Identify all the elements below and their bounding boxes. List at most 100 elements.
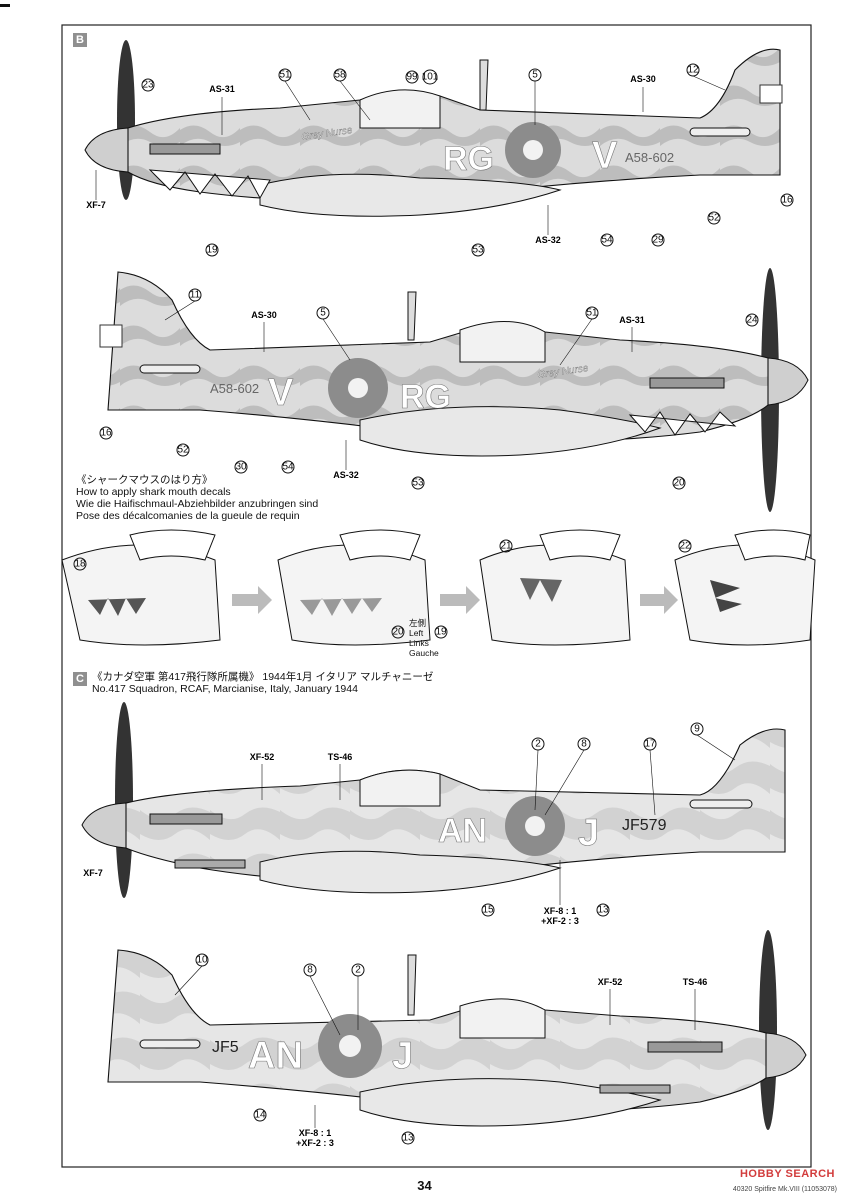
callout-c-lower-13: 13	[401, 1131, 415, 1145]
svg-text:21: 21	[500, 541, 512, 552]
paint-label: AS-32	[535, 235, 561, 245]
callout-b-lower-52: 52	[176, 443, 190, 457]
callout-b-upper-19: 19	[205, 243, 219, 257]
paint-label: AS-31	[619, 315, 645, 325]
svg-text:13: 13	[597, 905, 609, 916]
callout-b-lower-54: 54	[281, 460, 295, 474]
paint-label: AS-32	[333, 470, 359, 480]
callout-c-lower-10: 10	[195, 953, 209, 967]
paint-label: +XF-2 : 3	[296, 1138, 334, 1148]
section-c-title: 《カナダ空軍 第417飛行隊所属機》 1944年1月 イタリア マルチャニーゼ …	[92, 671, 433, 695]
svg-text:20: 20	[392, 627, 404, 638]
callout-b-lower-53: 53	[411, 476, 425, 490]
svg-text:19: 19	[435, 627, 447, 638]
paint-label: XF-7	[86, 200, 106, 210]
c-upper-code-1: AN	[438, 812, 487, 850]
callout-b-lower-30: 30	[234, 460, 248, 474]
callout-step-18: 18	[73, 557, 87, 571]
callout-step-19: 19	[434, 625, 448, 639]
shark-title-jp: 《シャークマウスのはり方》	[76, 474, 213, 486]
c-lower-code-1: AN	[248, 1035, 303, 1077]
callout-b-upper-51: 51	[278, 68, 292, 82]
step-arrows	[232, 586, 678, 614]
callout-b-upper-23: 23	[141, 78, 155, 92]
svg-text:51: 51	[586, 308, 598, 319]
callout-b-upper-99: 99	[405, 70, 419, 84]
callout-b-lower-20: 20	[672, 476, 686, 490]
callout-b-upper-101: 101	[422, 69, 439, 85]
shark-step-1	[61, 529, 221, 646]
svg-text:17: 17	[644, 739, 656, 750]
section-c-label: C	[73, 672, 87, 686]
svg-text:13: 13	[402, 1133, 414, 1144]
b-lower-code-2: RG	[400, 378, 451, 416]
aircraft-c-right-profile	[107, 930, 807, 1130]
b-upper-serial: A58-602	[625, 150, 674, 165]
svg-text:30: 30	[235, 462, 247, 473]
section-b-label: B	[73, 33, 87, 47]
svg-text:54: 54	[601, 235, 613, 246]
c-upper-code-2: J	[578, 812, 599, 854]
callout-b-upper-16: 16	[780, 193, 794, 207]
callout-c-lower-8: 8	[303, 963, 317, 977]
svg-text:16: 16	[781, 195, 793, 206]
callout-step-22: 22	[678, 539, 692, 553]
callout-c-upper-13: 13	[596, 903, 610, 917]
footer-text: 40320 Spitfire Mk.VIII (11053078)	[732, 1186, 837, 1193]
svg-text:8: 8	[581, 739, 587, 750]
svg-text:101: 101	[422, 72, 439, 83]
svg-text:22: 22	[679, 541, 691, 552]
svg-text:52: 52	[708, 213, 720, 224]
paint-label: +XF-2 : 3	[541, 916, 579, 926]
callout-c-upper-15: 15	[481, 903, 495, 917]
svg-text:53: 53	[412, 478, 424, 489]
callout-b-upper-53: 53	[471, 243, 485, 257]
paint-label: XF-7	[83, 868, 103, 878]
shark-mouth-title: 《シャークマウスのはり方》 How to apply shark mouth d…	[76, 474, 318, 522]
callout-b-upper-5: 5	[528, 68, 542, 82]
section-c-title-en: No.417 Squadron, RCAF, Marcianise, Italy…	[92, 683, 358, 695]
svg-text:15: 15	[482, 905, 494, 916]
shark-step-3	[479, 529, 631, 646]
svg-text:2: 2	[535, 739, 541, 750]
svg-text:51: 51	[279, 70, 291, 81]
callouts: 23 51 58 99 101 5 12 16 52 29 54 53 19 1…	[73, 63, 794, 1145]
callout-step-20: 20	[391, 625, 405, 639]
shark-step-2	[277, 529, 431, 646]
svg-text:53: 53	[472, 245, 484, 256]
section-c-title-jp: 《カナダ空軍 第417飛行隊所属機》 1944年1月 イタリア マルチャニーゼ	[92, 671, 434, 683]
callout-c-lower-14: 14	[253, 1108, 267, 1122]
aircraft-c-left-profile	[81, 702, 786, 898]
svg-text:19: 19	[206, 245, 218, 256]
svg-text:14: 14	[254, 1110, 266, 1121]
callout-c-upper-2: 2	[531, 737, 545, 751]
leader-lines	[95, 75, 736, 1128]
svg-text:20: 20	[673, 478, 685, 489]
svg-text:29: 29	[652, 235, 664, 246]
c-lower-code-2: J	[392, 1035, 413, 1077]
callout-step-21: 21	[499, 539, 513, 553]
svg-text:54: 54	[282, 462, 294, 473]
callout-b-upper-12: 12	[686, 63, 700, 77]
svg-text:8: 8	[307, 965, 313, 976]
c-lower-serial: JF5	[212, 1039, 239, 1056]
page-number: 34	[417, 1178, 432, 1193]
paint-label: XF-8 : 1	[544, 906, 577, 916]
b-upper-code-1: RG	[443, 140, 494, 178]
svg-text:5: 5	[532, 70, 538, 81]
callout-b-upper-29: 29	[651, 233, 665, 247]
callout-b-upper-58: 58	[333, 68, 347, 82]
paint-label: TS-46	[683, 977, 708, 987]
shark-title-fr: Pose des décalcomanies de la gueule de r…	[76, 510, 300, 522]
svg-text:10: 10	[196, 955, 208, 966]
aircraft-b-right-profile	[99, 268, 809, 512]
b-upper-code-2: V	[592, 135, 618, 177]
callout-c-upper-17: 17	[643, 737, 657, 751]
svg-text:24: 24	[746, 315, 758, 326]
callout-b-lower-51: 51	[585, 306, 599, 320]
paint-label: AS-30	[251, 310, 277, 320]
paint-label: AS-30	[630, 74, 656, 84]
paint-label: XF-52	[598, 977, 623, 987]
shark-step-4	[674, 529, 816, 646]
